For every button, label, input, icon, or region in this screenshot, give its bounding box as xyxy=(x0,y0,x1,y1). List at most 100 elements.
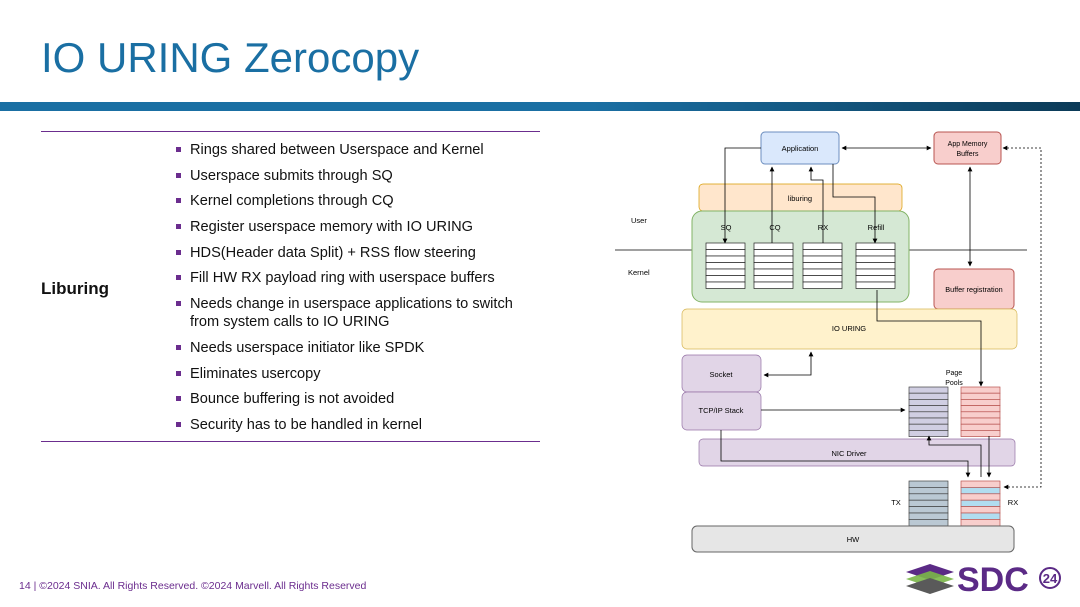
rings-area xyxy=(691,210,910,303)
page-pool-blue-cell xyxy=(908,430,949,437)
cq-ring-cell xyxy=(753,275,794,283)
architecture-diagram: User Kernel Application App Memory Buffe… xyxy=(615,131,1042,553)
buffer-registration-label: Buffer registration xyxy=(945,285,1002,294)
refill-ring-cell xyxy=(855,281,896,289)
tx-ring-cell xyxy=(908,480,949,488)
tx-ring-cell xyxy=(908,487,949,495)
cq-ring-cell xyxy=(753,242,794,250)
rx-hw-ring-cell xyxy=(960,480,1001,488)
socket-label: Socket xyxy=(710,370,734,379)
page-pool-red-cell xyxy=(960,386,1001,394)
bullet-item: Rings shared between Userspace and Kerne… xyxy=(176,141,546,159)
page-pool-blue-cell xyxy=(908,405,949,413)
tcpip-label: TCP/IP Stack xyxy=(699,406,744,415)
page-pool-red-cell xyxy=(960,411,1001,419)
cq-ring-cell xyxy=(753,249,794,257)
logo-badge-circle xyxy=(1039,567,1061,589)
sdc-logo-text: SDC xyxy=(957,561,1029,598)
rx-hw-ring-cell xyxy=(960,512,1001,520)
sq-ring-cell xyxy=(705,275,746,283)
slide-title: IO URING Zerocopy xyxy=(41,34,420,81)
bullet-item: Register userspace memory with IO URING xyxy=(176,218,546,236)
tx-ring-cell xyxy=(908,519,949,527)
page-pool-blue-cell xyxy=(908,386,949,394)
page-pool-stacks xyxy=(908,386,1001,437)
rx-ring-cell xyxy=(802,262,843,270)
io-uring-label: IO URING xyxy=(832,324,866,333)
tx-ring-cell xyxy=(908,493,949,501)
rx-ring-cell xyxy=(802,249,843,257)
refill-ring-cell xyxy=(855,255,896,263)
user-label: User xyxy=(631,216,647,225)
cq-ring-cell xyxy=(753,262,794,270)
rx-ring-cell xyxy=(802,242,843,250)
page-pool-blue-cell xyxy=(908,423,949,431)
rx-hw-ring-cell xyxy=(960,499,1001,507)
bullet-item: Needs userspace initiator like SPDK xyxy=(176,339,546,357)
page-pool-red-cell xyxy=(960,399,1001,406)
sq-ring-cell xyxy=(705,249,746,257)
cq-ring-cell xyxy=(753,255,794,263)
page-pool-blue-cell xyxy=(908,399,949,406)
tx-label: TX xyxy=(891,498,901,507)
rx-label: RX xyxy=(1008,498,1018,507)
bullet-item: Kernel completions through CQ xyxy=(176,192,546,210)
bullet-item: Userspace submits through SQ xyxy=(176,167,546,185)
rx-to-app-arrow xyxy=(808,166,824,243)
refill-ring-cell xyxy=(855,268,896,276)
ring-stacks xyxy=(705,242,896,289)
sdc-logo-layers-icon xyxy=(906,564,954,594)
hw-label: HW xyxy=(847,535,860,544)
rx-ring-cell xyxy=(802,255,843,263)
refill-ring-cell xyxy=(855,249,896,257)
bullet-item: Needs change in userspace applications t… xyxy=(176,295,546,331)
rx-hw-ring-cell xyxy=(960,493,1001,501)
page-pool-red-cell xyxy=(960,423,1001,431)
hw-box xyxy=(691,525,1015,553)
page-pool-red-cell xyxy=(960,392,1001,400)
app-memory-label-line2: Buffers xyxy=(956,151,979,158)
cq-ring-cell xyxy=(753,281,794,289)
title-band xyxy=(0,102,1080,111)
sq-ring-cell xyxy=(705,281,746,289)
rx-to-pool-arrow xyxy=(926,435,982,477)
liburing-label: liburing xyxy=(788,194,812,203)
rx-hw-ring-cell xyxy=(960,506,1001,514)
refill-label: Refill xyxy=(868,223,885,232)
bullet-item: Bounce buffering is not avoided xyxy=(176,390,546,408)
iouring-to-socket-arrow xyxy=(763,351,814,378)
nic-driver-box xyxy=(698,438,1016,467)
bullet-item: Eliminates usercopy xyxy=(176,365,546,383)
cq-ring-cell xyxy=(753,268,794,276)
page-pool-blue-cell xyxy=(908,411,949,419)
bullet-item: Security has to be handled in kernel xyxy=(176,416,546,434)
refill-ring-cell xyxy=(855,275,896,283)
page-pool-red-cell xyxy=(960,405,1001,413)
rx-ring-cell xyxy=(802,275,843,283)
page-pool-red-cell xyxy=(960,417,1001,425)
tx-ring-cell xyxy=(908,506,949,514)
page-pool-blue-cell xyxy=(908,392,949,400)
tx-ring-cell xyxy=(908,499,949,507)
table-top-rule xyxy=(41,131,540,132)
table-bottom-rule xyxy=(41,441,540,442)
app-memory-label-line1: App Memory xyxy=(948,141,988,148)
tx-ring-cell xyxy=(908,512,949,520)
sq-ring-cell xyxy=(705,268,746,276)
nic-driver-label: NIC Driver xyxy=(832,449,868,458)
hw-ring-stacks xyxy=(908,480,1001,527)
rx-ring-cell xyxy=(802,268,843,276)
refill-to-pool-arrow xyxy=(876,290,984,387)
logo-badge-text: 24 xyxy=(1043,571,1058,586)
refill-ring-cell xyxy=(855,262,896,270)
bullet-list: Rings shared between Userspace and Kerne… xyxy=(176,141,546,442)
io-uring-box xyxy=(681,308,1018,350)
cq-label: CQ xyxy=(769,223,780,232)
page-pools-label-line2: Pools xyxy=(945,380,963,387)
sq-ring-cell xyxy=(705,242,746,250)
sq-label: SQ xyxy=(721,223,732,232)
sdc-logo: SDC 24 xyxy=(906,561,1061,598)
kernel-label: Kernel xyxy=(628,268,650,277)
footer-text: 14 | ©2024 SNIA. All Rights Reserved. ©2… xyxy=(19,580,367,592)
app-to-sq-arrow xyxy=(722,147,761,244)
